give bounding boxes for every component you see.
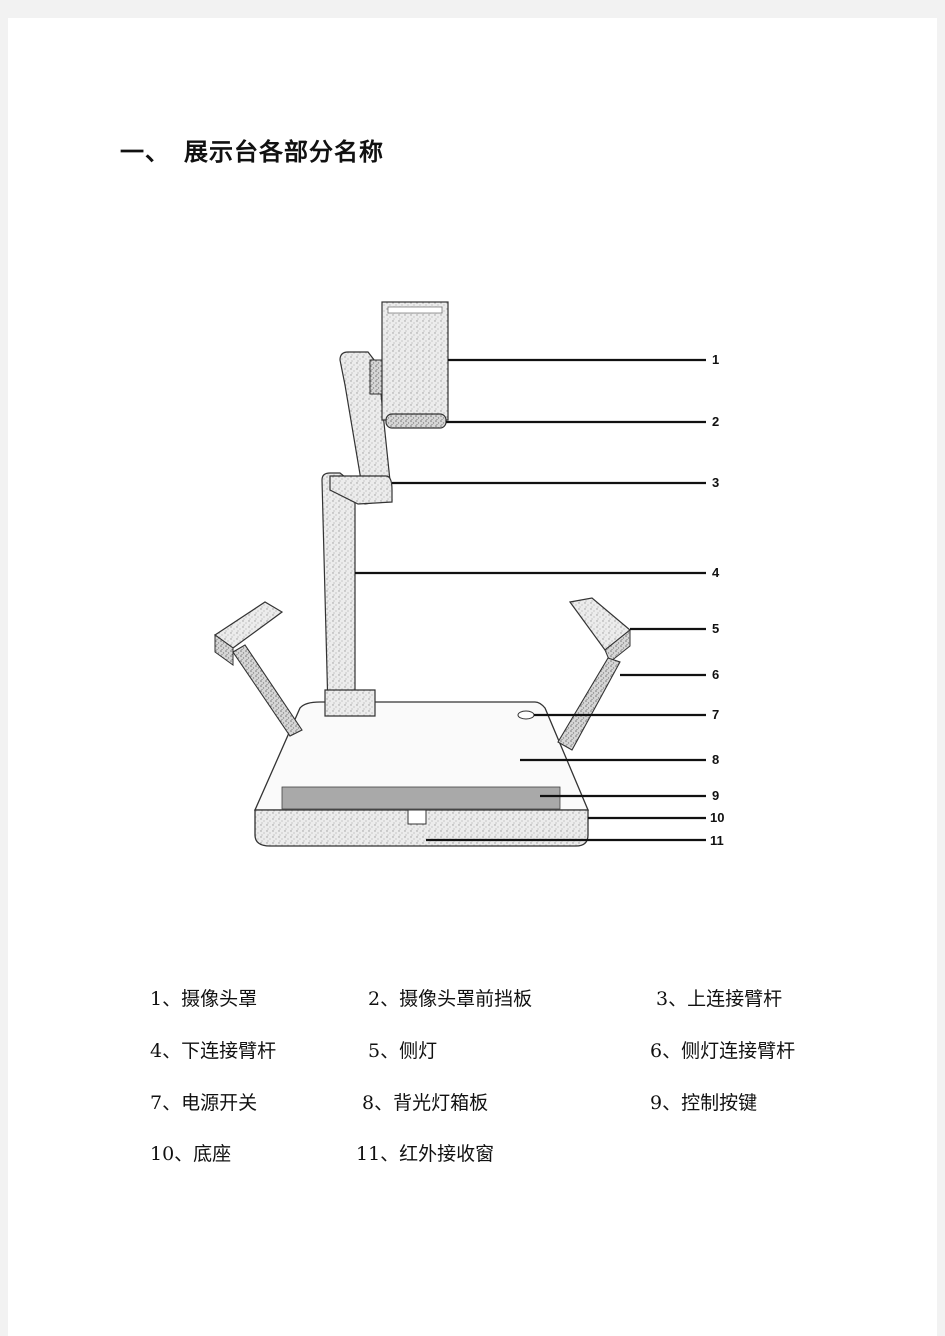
leader-lines <box>355 358 706 842</box>
callout-4: 4 <box>712 565 720 580</box>
section-title: 展示台各部分名称 <box>184 137 384 166</box>
callout-9: 9 <box>712 788 719 803</box>
document-page <box>8 18 937 1336</box>
callout-numbers: 1 2 3 4 5 6 7 8 9 10 11 <box>710 352 724 848</box>
section-heading: 一、展示台各部分名称 <box>120 132 384 167</box>
callout-5: 5 <box>712 621 719 636</box>
callout-6: 6 <box>712 667 719 682</box>
camera-head <box>381 301 449 429</box>
callout-8: 8 <box>712 752 719 767</box>
camera-front-plate <box>385 413 447 429</box>
visualizer-diagram: 1 2 3 4 5 6 7 8 9 10 11 <box>200 290 760 860</box>
ir-window <box>407 809 427 825</box>
callout-2: 2 <box>712 414 719 429</box>
base <box>254 701 589 847</box>
left-side-lamp <box>213 601 303 737</box>
callout-3: 3 <box>712 475 719 490</box>
callout-10: 10 <box>710 810 724 825</box>
control-panel <box>281 786 561 810</box>
right-side-lamp <box>557 597 631 751</box>
callout-11: 11 <box>710 833 724 848</box>
section-number: 一、 <box>120 137 170 166</box>
upper-arm <box>329 351 393 505</box>
callout-1: 1 <box>712 352 719 367</box>
callout-7: 7 <box>712 707 719 722</box>
lower-arm <box>321 472 376 717</box>
visualizer-drawing: 1 2 3 4 5 6 7 8 9 10 11 <box>213 301 724 848</box>
power-switch <box>517 710 535 720</box>
